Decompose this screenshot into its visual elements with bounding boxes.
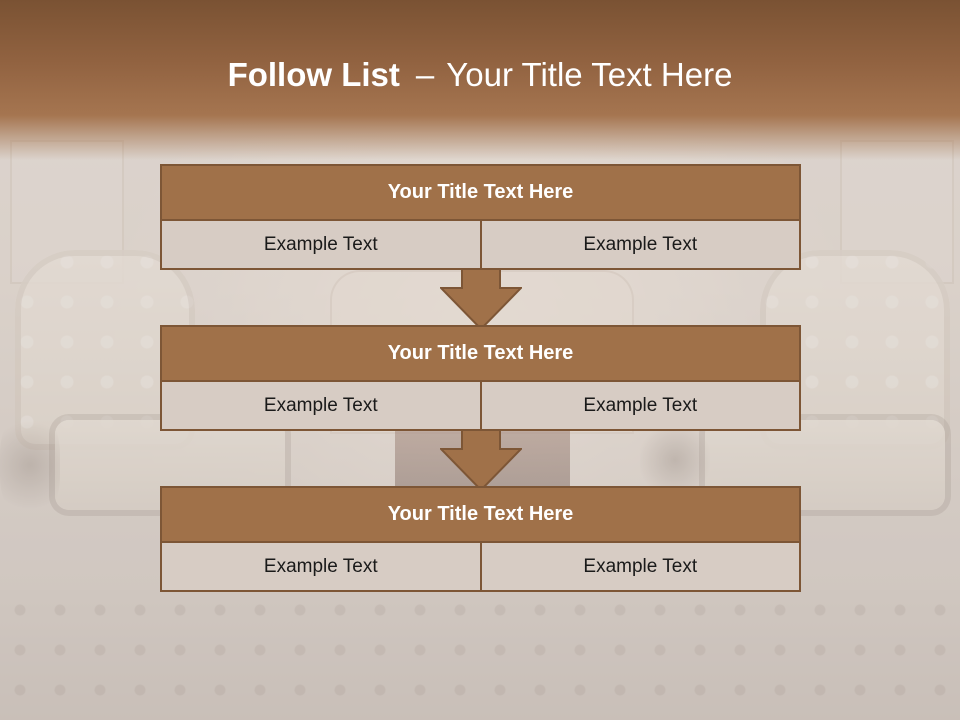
page-title-bold: Follow List bbox=[227, 56, 400, 93]
down-arrow-icon bbox=[440, 268, 522, 330]
step-cell-left: Example Text bbox=[263, 555, 378, 577]
step-cell-right: Example Text bbox=[479, 543, 800, 590]
follow-step-1: Your Title Text Here Example Text Exampl… bbox=[160, 164, 801, 270]
step-row: Example Text Example Text bbox=[160, 382, 801, 431]
step-row: Example Text Example Text bbox=[160, 543, 801, 592]
page-title: Follow List–Your Title Text Here bbox=[0, 56, 960, 94]
follow-step-2: Your Title Text Here Example Text Exampl… bbox=[160, 325, 801, 431]
step-title: Your Title Text Here bbox=[160, 325, 801, 382]
header-band bbox=[0, 0, 960, 160]
down-arrow-icon bbox=[440, 429, 522, 491]
rug bbox=[0, 590, 960, 720]
carved-armrest-left bbox=[0, 410, 60, 520]
step-cell-right: Example Text bbox=[479, 221, 800, 268]
page-title-separator: – bbox=[415, 56, 435, 93]
follow-step-3: Your Title Text Here Example Text Exampl… bbox=[160, 486, 801, 592]
step-cell-left: Example Text bbox=[263, 394, 378, 416]
step-title: Your Title Text Here bbox=[160, 486, 801, 543]
step-title: Your Title Text Here bbox=[160, 164, 801, 221]
step-row: Example Text Example Text bbox=[160, 221, 801, 270]
page-title-rest: Your Title Text Here bbox=[446, 56, 733, 93]
step-cell-left: Example Text bbox=[263, 233, 378, 255]
step-cell-right: Example Text bbox=[479, 382, 800, 429]
